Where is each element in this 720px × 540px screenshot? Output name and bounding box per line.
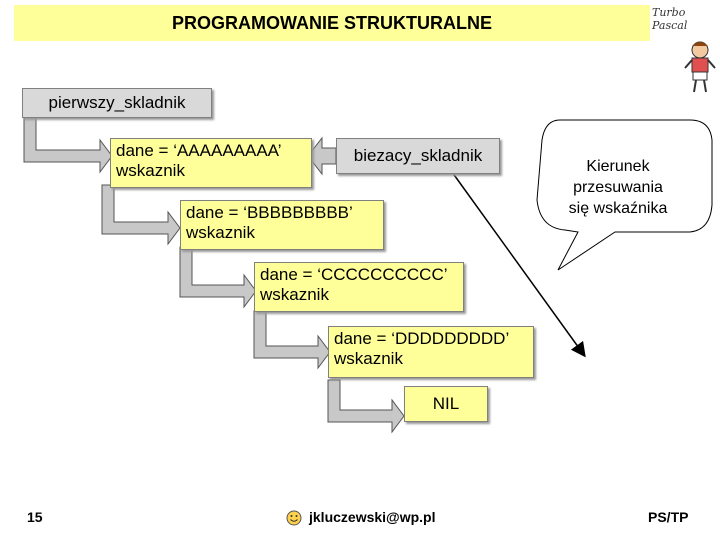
- cartoon-person-icon: [682, 40, 718, 94]
- current-pointer-arrow: [308, 138, 336, 174]
- list-node-4: dane = ‘DDDDDDDDD’ wskaznik: [328, 326, 534, 378]
- callout-line-3: się wskaźnika: [548, 198, 688, 219]
- node-data: dane = ‘AAAAAAAAA’: [116, 141, 306, 161]
- node-data: dane = ‘CCCCCCCCCC’: [260, 265, 458, 285]
- head-pointer-label: pierwszy_skladnik: [49, 93, 186, 113]
- smiley-icon: [286, 510, 302, 526]
- link-arrow-1: [102, 185, 180, 244]
- link-arrow-head: [24, 116, 112, 172]
- link-arrow-3: [254, 311, 330, 368]
- page-title: PROGRAMOWANIE STRUKTURALNE: [14, 5, 650, 41]
- list-node-3: dane = ‘CCCCCCCCCC’ wskaznik: [254, 262, 464, 312]
- current-pointer-label: biezacy_skladnik: [354, 146, 483, 166]
- node-pointer: wskaznik: [334, 349, 528, 369]
- link-arrow-2: [180, 247, 256, 307]
- nil-label: NIL: [433, 394, 459, 414]
- node-data: dane = ‘BBBBBBBBB’: [186, 203, 378, 223]
- node-pointer: wskaznik: [186, 223, 378, 243]
- link-arrow-4: [328, 380, 404, 432]
- list-node-2: dane = ‘BBBBBBBBB’ wskaznik: [180, 200, 384, 250]
- list-node-1: dane = ‘AAAAAAAAA’ wskaznik: [110, 138, 312, 188]
- callout-line-2: przesuwania: [548, 177, 688, 198]
- nil-box: NIL: [404, 386, 488, 422]
- node-pointer: wskaznik: [116, 161, 306, 181]
- footer-code: PS/TP: [648, 509, 688, 525]
- head-pointer-box: pierwszy_skladnik: [22, 88, 212, 118]
- callout-line-1: Kierunek: [548, 156, 688, 177]
- callout-text: Kierunek przesuwania się wskaźnika: [548, 156, 688, 219]
- footer-email[interactable]: jkluczewski@wp.pl: [309, 509, 435, 525]
- page-number: 15: [27, 509, 43, 525]
- node-data: dane = ‘DDDDDDDDD’: [334, 329, 528, 349]
- node-pointer: wskaznik: [260, 285, 458, 305]
- brand-logo-text: Turbo Pascal: [652, 6, 718, 26]
- current-pointer-box: biezacy_skladnik: [336, 138, 500, 174]
